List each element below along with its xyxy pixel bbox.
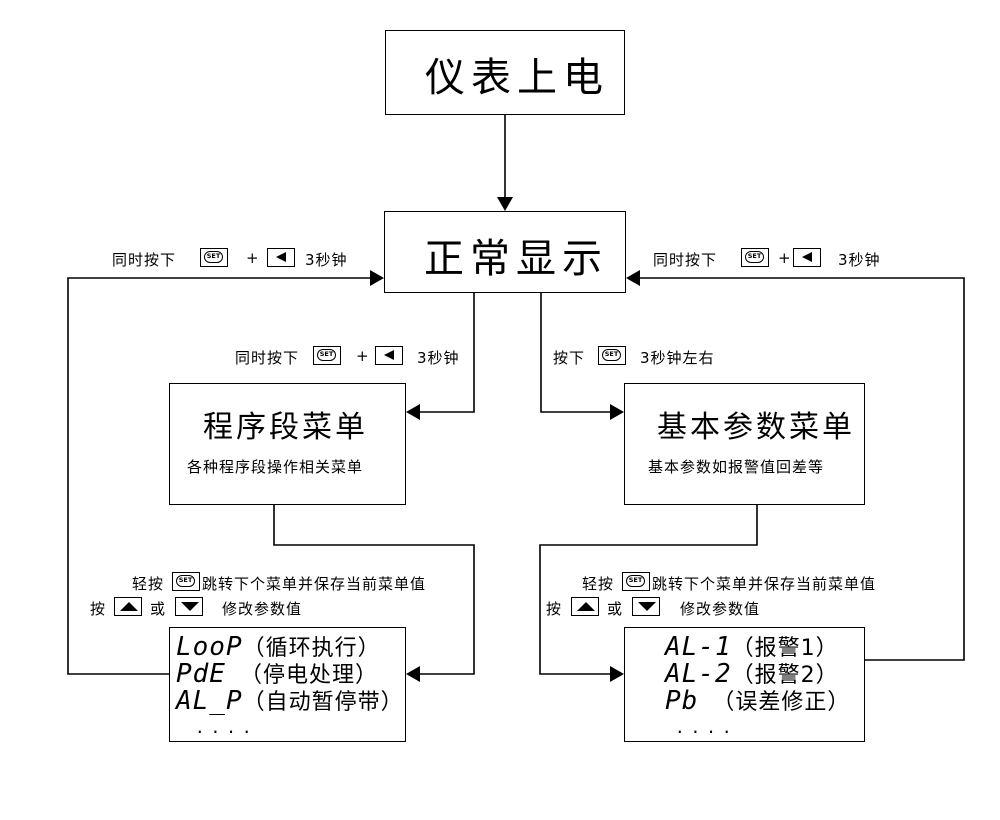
instruction-text: 跳转下个菜单并保存当前菜单值 [202,575,427,593]
basic-menu-title: 基本参数菜单 [657,410,855,445]
instruction-text: 按下 [553,349,586,367]
left-arrow-icon [802,252,812,262]
arrowhead-down [497,197,513,211]
set-key: SET [598,346,626,365]
param-code: AL-2 [665,659,732,689]
up-arrow-icon [120,602,138,611]
arrowhead-right [610,404,624,420]
arrowhead-left [406,666,420,682]
set-key: SET [622,572,650,591]
list-item: PdE （停电处理） [176,657,378,689]
basic-menu-box: 基本参数菜单 基本参数如报警值回差等 [624,383,865,505]
power-on-label: 仪表上电 [425,55,609,101]
line-rightlist-return [640,277,965,661]
param-label: （停电处理） [239,663,378,688]
duration-text: 3秒钟 [305,251,348,269]
program-list-box: LooP（循环执行） PdE （停电处理） AL_P（自动暂停带） .... [169,627,406,742]
instruction-text: 按 [90,600,107,618]
list-item: LooP（循环执行） [176,630,381,662]
set-key-icon: SET [626,575,645,587]
normal-display-box: 正常显示 [384,211,626,293]
plus-sign: + [778,249,792,267]
arrowhead-left [626,270,640,286]
arrowhead-right [370,270,384,286]
set-key-icon: SET [602,349,621,361]
list-item: AL-1（报警1） [665,630,839,662]
set-key-icon: SET [317,349,336,361]
program-menu-box: 程序段菜单 各种程序段操作相关菜单 [169,383,406,505]
set-key-icon: SET [204,251,223,263]
line-normal-to-program [420,293,475,413]
down-arrow-icon [181,602,199,611]
set-key: SET [200,248,228,267]
plus-sign: + [356,347,370,365]
instruction-text: 同时按下 [653,251,718,269]
left-arrow-icon [276,252,286,262]
param-label: （自动暂停带） [242,690,404,715]
basic-list-box: AL-1（报警1） AL-2（报警2） Pb （误差修正） .... [624,627,865,742]
param-code: AL_P [176,686,243,716]
param-code: LooP [176,632,243,662]
power-on-box: 仪表上电 [385,30,625,115]
down-arrow-key [175,597,203,616]
set-key-icon: SET [176,575,195,587]
set-key-icon: SET [745,251,764,263]
line-basic-to-list [539,505,758,675]
instruction-text: 轻按 [132,575,165,593]
left-arrow-key [793,248,821,267]
line-program-to-list [273,505,475,675]
instruction-text: 跳转下个菜单并保存当前菜单值 [652,575,877,593]
instruction-text: 修改参数值 [680,600,761,618]
param-label: （报警2） [731,663,839,688]
param-label: （报警1） [731,636,839,661]
param-code: PdE [176,659,226,689]
up-arrow-key [114,597,142,616]
list-item: Pb （误差修正） [665,684,850,716]
left-arrow-icon [384,350,394,360]
param-code: AL-1 [665,632,732,662]
duration-text: 3秒钟 [417,349,460,367]
line-leftlist-return [67,277,370,675]
duration-text: 3秒钟左右 [640,349,715,367]
instruction-text: 修改参数值 [222,600,303,618]
connector-arrowheads [370,197,640,682]
param-code: Pb [665,686,699,716]
down-arrow-icon [638,602,656,611]
connector-lines [67,115,965,675]
plus-sign: + [246,249,260,267]
up-arrow-icon [577,602,595,611]
arrowhead-left [406,404,420,420]
param-label: （误差修正） [712,690,851,715]
program-menu-desc: 各种程序段操作相关菜单 [187,458,364,476]
set-key: SET [313,346,341,365]
program-menu-title: 程序段菜单 [203,410,368,445]
instruction-text: 轻按 [582,575,615,593]
instruction-text: 按 [546,600,563,618]
left-arrow-key [267,248,295,267]
list-item: AL_P（自动暂停带） [176,684,404,716]
instruction-text: 或 [607,600,624,618]
normal-display-label: 正常显示 [424,236,608,282]
arrowhead-right [610,666,624,682]
instruction-text: 或 [150,600,167,618]
down-arrow-key [632,597,660,616]
line-normal-to-basic [540,293,610,413]
set-key: SET [172,572,200,591]
more-items-ellipsis: .... [195,718,258,737]
list-item: AL-2（报警2） [665,657,839,689]
up-arrow-key [571,597,599,616]
more-items-ellipsis: .... [675,718,738,737]
instruction-text: 同时按下 [112,251,177,269]
param-label: （循环执行） [242,636,381,661]
basic-menu-desc: 基本参数如报警值回差等 [648,458,825,476]
set-key: SET [741,248,769,267]
duration-text: 3秒钟 [838,251,881,269]
instruction-text: 同时按下 [235,349,300,367]
left-arrow-key [375,346,403,365]
